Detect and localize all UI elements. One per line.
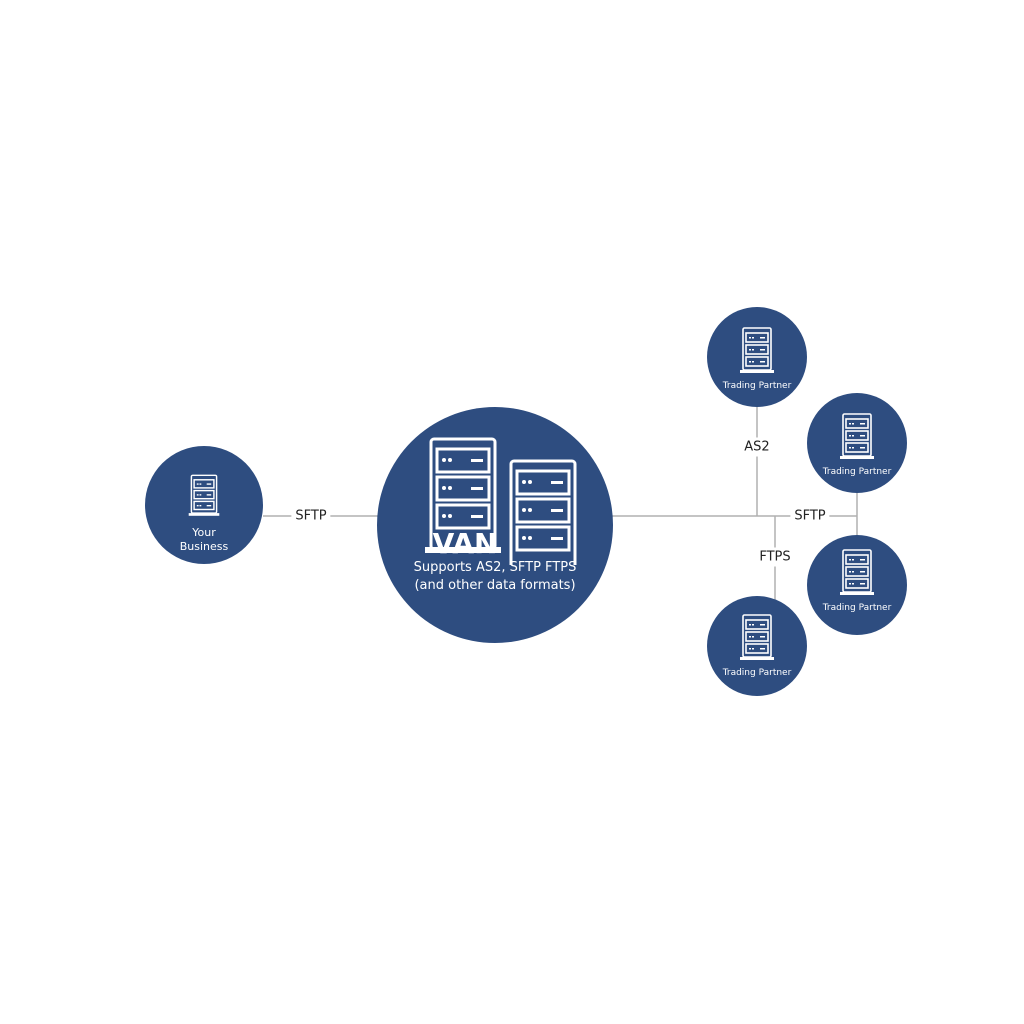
connection-label-sftp-business: SFTP [291, 506, 331, 526]
your-business-node: Your Business [145, 446, 263, 564]
van-subtitle-line2: (and other data formats) [414, 578, 576, 593]
trading-partner-node-1: Trading Partner [707, 307, 807, 407]
business-label-line2: Business [179, 540, 229, 553]
partner-label: Trading Partner [722, 381, 792, 391]
partner-label: Trading Partner [822, 603, 892, 613]
van-subtitle-line1: Supports AS2, SFTP FTPS [413, 560, 577, 575]
van-title: VAN [432, 527, 498, 560]
partner-label: Trading Partner [722, 668, 792, 678]
trading-partner-node-4: Trading Partner [707, 596, 807, 696]
connection-label-ftps: FTPS [755, 547, 795, 567]
connection-label-as2: AS2 [740, 437, 774, 457]
trading-partner-node-2: Trading Partner [807, 393, 907, 493]
van-node: VAN Supports AS2, SFTP FTPS (and other d… [377, 407, 613, 643]
trading-partner-node-3: Trading Partner [807, 535, 907, 635]
server-rack-icon [425, 437, 577, 565]
server-icon [707, 596, 807, 662]
server-icon [145, 446, 263, 522]
server-icon [807, 393, 907, 461]
server-icon [807, 535, 907, 597]
server-icon [707, 307, 807, 375]
connection-label-sftp: SFTP [790, 506, 830, 526]
partner-label: Trading Partner [822, 467, 892, 477]
business-label-line1: Your [192, 526, 216, 539]
